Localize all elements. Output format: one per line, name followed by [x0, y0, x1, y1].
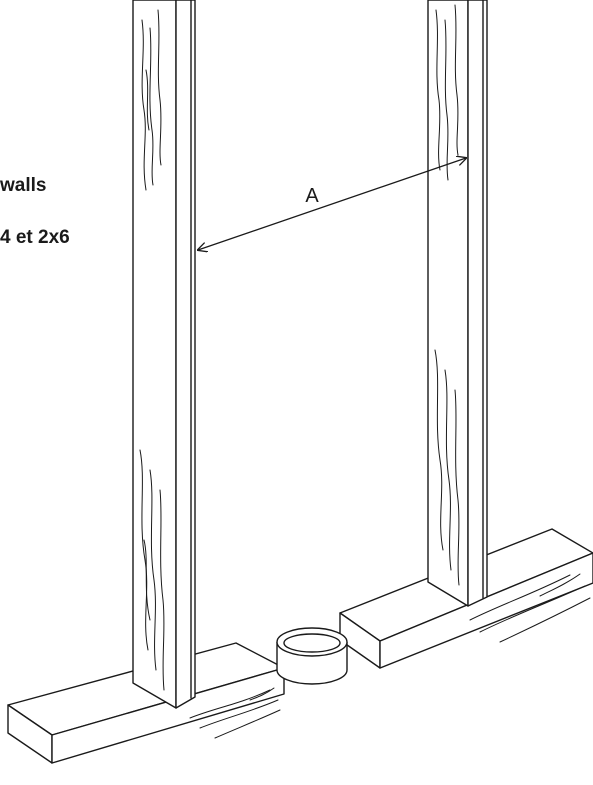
dimension-label-a: A	[305, 185, 319, 207]
right-stud	[427, 0, 488, 607]
caption-line-2: 4 et 2x6	[0, 227, 70, 248]
wood-grain	[139, 4, 591, 739]
left-stud	[132, 0, 196, 709]
caption-line-1: walls	[0, 175, 47, 196]
dimension-arrow-a: A	[198, 158, 466, 250]
round-electrical-box	[276, 627, 348, 685]
